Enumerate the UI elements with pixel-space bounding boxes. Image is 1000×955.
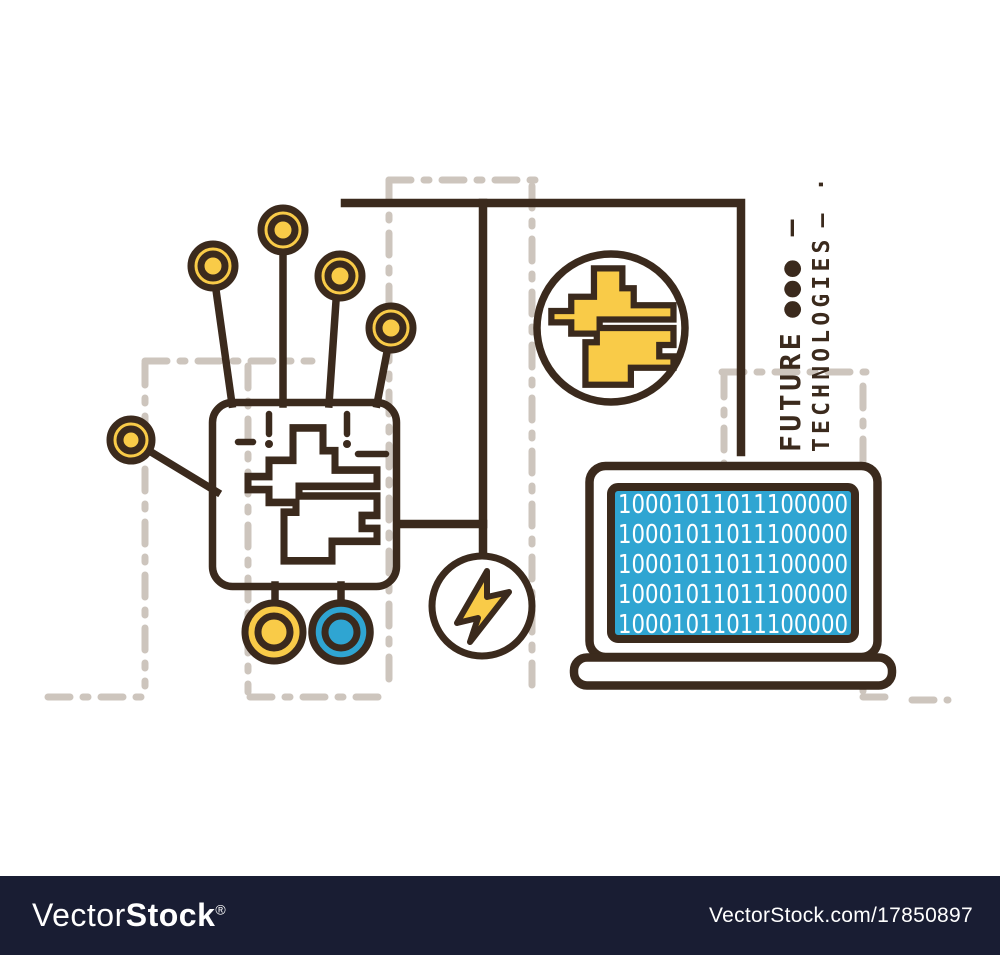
- registered-mark: ®: [215, 901, 227, 918]
- exclamation-dot: [265, 440, 273, 448]
- future-technologies-illustration: 10001011011100000 10001011011100000 1000…: [44, 173, 952, 704]
- binary-code-line: 10001011011100000: [618, 550, 848, 580]
- title-text: FUTURE: [774, 330, 807, 452]
- node-lead: [372, 347, 392, 409]
- lightning-bolt-icon: [454, 568, 512, 645]
- brand-bold: Stock: [125, 897, 216, 933]
- exclamation-dot: [343, 440, 351, 448]
- power-icon: [428, 552, 536, 660]
- title-marks: ●●● –: [774, 216, 807, 318]
- image-code: VectorStock.com/17850897: [708, 903, 973, 927]
- laptop-icon: 10001011011100000 10001011011100000 1000…: [569, 461, 897, 690]
- node-lead: [145, 446, 223, 498]
- circuit-node-yellow-icon: [241, 599, 307, 665]
- cpu-chip-icon: [208, 398, 401, 591]
- laptop-screen: [607, 483, 859, 643]
- brand-light: Vector: [32, 897, 126, 933]
- node-lead: [211, 285, 237, 409]
- cpu-chip-outline: [208, 398, 401, 591]
- top-connection-line: [340, 198, 746, 457]
- circuit-node-icon: [106, 415, 156, 465]
- binary-code-line: 10001011011100000: [618, 520, 848, 550]
- laptop-base: [569, 653, 897, 690]
- title-line-technologies: TECHNOLOGIES – ·: [809, 173, 835, 452]
- title-text: TECHNOLOGIES: [809, 235, 835, 452]
- circuit-node-icon: [257, 204, 309, 256]
- maze-circuit-filled: [548, 265, 677, 388]
- circuit-node-blue-icon: [308, 599, 374, 665]
- title-marks: – ·: [809, 173, 835, 227]
- vertical-title: FUTURE ●●● – TECHNOLOGIES – ·: [774, 173, 835, 452]
- binary-code-line: 10001011011100000: [618, 610, 848, 640]
- circuit-node-icon: [314, 250, 366, 302]
- dashed-guide-lines: [44, 176, 952, 704]
- chip-badge-icon: [533, 250, 689, 406]
- circuit-nodes: [106, 204, 417, 665]
- maze-circuit-outline: [244, 424, 381, 565]
- circuit-node-icon: [365, 302, 417, 354]
- circuit-node-icon: [187, 240, 239, 292]
- binary-code-line: 10001011011100000: [618, 580, 848, 610]
- watermark-bar: VectorStock® VectorStock.com/17850897: [0, 876, 1000, 955]
- vectorstock-logo: VectorStock®: [32, 897, 226, 934]
- node-lead: [325, 297, 340, 408]
- title-line-future: FUTURE ●●● –: [774, 216, 807, 452]
- circuit-connection-lines: [145, 198, 746, 606]
- binary-code-line: 10001011011100000: [618, 490, 848, 520]
